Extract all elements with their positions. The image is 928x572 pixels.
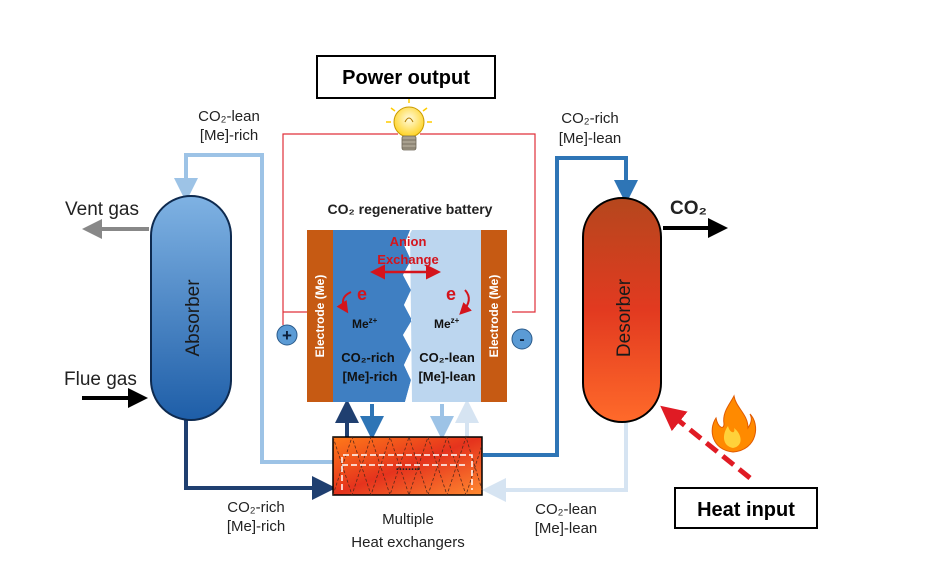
plus-sign: +	[282, 326, 292, 345]
stream-bottom-right-line2: [Me]-lean	[535, 520, 598, 537]
power-output-label: Power output	[342, 67, 470, 89]
flame-icon	[711, 394, 757, 453]
battery-title: CO₂ regenerative battery	[328, 201, 493, 217]
regenerative-battery: Electrode (Me) Electrode (Me)	[307, 230, 507, 402]
stream-bottom-left-line1: CO₂-rich	[227, 499, 285, 516]
electron-left-label: e	[357, 284, 367, 304]
metal-ion-right-charge: z+	[451, 316, 460, 325]
pipe-exchanger-to-desorber	[483, 156, 638, 457]
electrode-right-label: Electrode (Me)	[487, 275, 501, 358]
heat-input-box: Heat input	[674, 487, 818, 529]
stream-top-left-line1: CO₂-lean	[198, 108, 260, 125]
pipe-desorber-to-exchanger	[482, 420, 628, 502]
left-cell-line1: CO₂-rich	[341, 350, 395, 365]
co2-out-label: CO₂	[670, 198, 707, 219]
lightbulb-icon	[386, 97, 432, 151]
electron-right-arrow	[459, 289, 472, 315]
negative-terminal: -	[511, 328, 533, 350]
vent-gas-label: Vent gas	[65, 199, 139, 220]
metal-ion-left-symbol: Me	[352, 317, 369, 331]
circuit-wire	[282, 133, 536, 325]
heat-exchanger-line2: Heat exchangers	[351, 534, 464, 551]
metal-ion-right-symbol: Me	[434, 317, 451, 331]
desorber-label: Desorber	[614, 278, 635, 357]
stream-bottom-right-line1: CO₂-lean	[535, 501, 597, 518]
heat-input-arrow	[660, 405, 752, 480]
desorber-column: Desorber	[582, 197, 662, 423]
electron-right-label: e	[446, 284, 456, 304]
heat-input-label: Heat input	[697, 499, 795, 521]
electrode-left-label: Electrode (Me)	[313, 275, 327, 358]
flue-gas-label: Flue gas	[64, 369, 137, 390]
minus-sign: -	[519, 331, 524, 348]
stream-bottom-left-line2: [Me]-rich	[227, 518, 285, 535]
pipe-lean-rich-to-absorber	[174, 153, 333, 464]
positive-terminal: +	[276, 324, 298, 346]
right-cell-line1: CO₂-lean	[419, 350, 475, 365]
stream-top-left-line2: [Me]-rich	[200, 127, 258, 144]
left-cell-line2: [Me]-rich	[343, 369, 398, 384]
stream-top-right-line1: CO₂-rich	[561, 110, 619, 127]
right-cell-line2: [Me]-lean	[418, 369, 475, 384]
absorber-column: Absorber	[150, 195, 232, 421]
heat-exchanger: ........	[332, 435, 483, 497]
anion-exchange-line1: Anion	[390, 234, 427, 249]
pipe-absorber-to-exchanger	[184, 418, 336, 500]
exchanger-dots: ........	[396, 461, 420, 473]
electron-left-arrow	[336, 291, 352, 314]
absorber-label: Absorber	[183, 279, 204, 357]
metal-ion-left: Mez+	[352, 316, 378, 331]
power-output-box: Power output	[316, 55, 496, 99]
stream-top-right-line2: [Me]-lean	[559, 130, 622, 147]
battery-exchanger-links	[335, 399, 479, 440]
metal-ion-right: Mez+	[434, 316, 460, 331]
metal-ion-left-charge: z+	[369, 316, 378, 325]
heat-exchanger-line1: Multiple	[382, 511, 434, 528]
anion-exchange-line2: Exchange	[377, 252, 438, 267]
